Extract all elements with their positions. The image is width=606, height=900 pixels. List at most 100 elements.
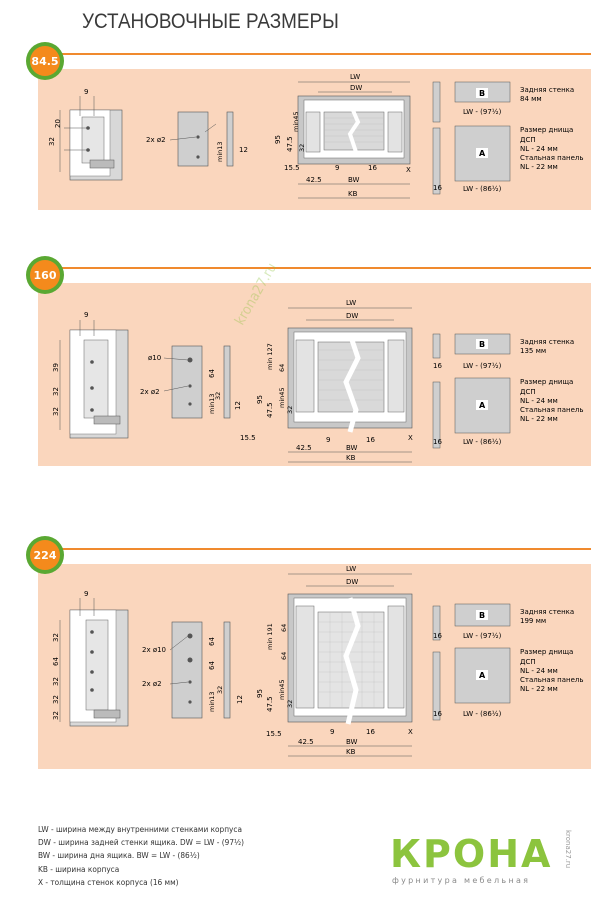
back-wall-label: Задняя стенка — [520, 86, 574, 94]
dim-dw: DW — [346, 312, 358, 320]
x-16: 16 — [433, 710, 442, 718]
dim-min45: min45 — [292, 111, 300, 132]
dim-9: 9 — [84, 88, 88, 96]
x-16: 16 — [433, 438, 442, 446]
bottom-label-4: Стальная панель — [520, 406, 584, 414]
bottom-label-1: Размер днища — [520, 378, 573, 386]
dim-47-5: 47.5 — [266, 696, 274, 712]
back-wall-label: Задняя стенка — [520, 338, 574, 346]
bottom-label-4: Стальная панель — [520, 676, 584, 684]
hole-label: ø10 — [148, 354, 161, 362]
dim-16: 16 — [368, 164, 377, 172]
dim-95: 95 — [274, 135, 282, 144]
dim-16: 16 — [366, 728, 375, 736]
section-line-2 — [57, 267, 591, 269]
part-b-letter: B — [479, 89, 485, 98]
dim-15-5: 15.5 — [284, 164, 300, 172]
side-profile-drawing: 9 39 32 32 — [52, 311, 129, 439]
bottom-label-5: NL - 22 мм — [520, 163, 558, 171]
dim-x: X — [408, 434, 413, 442]
back-wall-height: 135 мм — [520, 347, 546, 355]
height-badge-160: 160 — [26, 256, 64, 294]
dim-39: 39 — [52, 363, 60, 372]
dim-32: 32 — [216, 686, 224, 694]
dim-bw: BW — [348, 176, 360, 184]
dim-32: 32 — [286, 700, 294, 708]
height-badge-84-5: 84.5 — [26, 42, 64, 80]
dim-min13: min13 — [208, 691, 216, 712]
hole-label: 2x ø2 — [142, 680, 162, 688]
dim-64: 64 — [208, 661, 216, 670]
dim-42-5: 42.5 — [298, 738, 314, 746]
dim-bw: BW — [346, 738, 358, 746]
dim-kb: KB — [346, 748, 356, 756]
dim-12: 12 — [236, 695, 244, 704]
bottom-label-1: Размер днища — [520, 126, 573, 134]
bottom-label-2: ДСП — [520, 658, 536, 666]
parts-diagram: B A 16 16 Задняя стенка 135 мм LW - (97½… — [432, 333, 584, 449]
dim-42-5: 42.5 — [296, 444, 312, 452]
dim-min127: min 127 — [266, 343, 274, 370]
part-b-letter: B — [479, 340, 485, 349]
dim-9: 9 — [84, 311, 88, 319]
bottom-label-3: NL - 24 мм — [520, 397, 558, 405]
logo-site: krona27.ru — [564, 830, 572, 869]
bottom-width: LW - (86½) — [463, 438, 502, 446]
legend-bw: BW - ширина дна ящика. BW = LW - (86½) — [38, 850, 200, 861]
side-profile-drawing: 9 32 20 — [48, 88, 123, 181]
bottom-label-3: NL - 24 мм — [520, 667, 558, 675]
dim-15-5: 15.5 — [266, 730, 282, 738]
back-wall-height: 84 мм — [520, 95, 542, 103]
badge-label: 160 — [30, 260, 60, 290]
bottom-label-4: Стальная панель — [520, 154, 584, 162]
dim-9: 9 — [330, 728, 334, 736]
dim-min191: min 191 — [266, 623, 274, 650]
dim-64: 64 — [208, 637, 216, 646]
dim-32: 32 — [52, 633, 60, 642]
dim-42-5: 42.5 — [306, 176, 322, 184]
dim-47-5: 47.5 — [266, 402, 274, 418]
dim-12: 12 — [234, 401, 242, 410]
back-wall-width: LW - (97½) — [463, 362, 502, 370]
hole-pattern-drawing: ø10 2x ø2 64 min13 32 12 — [140, 345, 242, 419]
front-view-drawing: LW DW min 127 64 95 47.5 min45 32 15.5 4… — [240, 299, 413, 463]
front-view-drawing: LW DW min 191 64 64 95 47.5 min45 32 15.… — [256, 565, 413, 757]
legend-kb: KB - ширина корпуса — [38, 863, 120, 874]
back-wall-width: LW - (97½) — [463, 108, 502, 116]
page-title: УСТАНОВОЧНЫЕ РАЗМЕРЫ — [82, 10, 339, 33]
dim-dw: DW — [350, 84, 362, 92]
dim-47-5: 47.5 — [286, 136, 294, 152]
legend: LW - ширина между внутренними стенками к… — [38, 823, 244, 889]
back-wall-height: 199 мм — [520, 617, 546, 625]
dim-15-5: 15.5 — [240, 434, 256, 442]
dim-32: 32 — [214, 392, 222, 400]
legend-dw: DW - ширина задней стенки ящика. DW = LW… — [38, 837, 245, 848]
dim-64: 64 — [278, 364, 286, 372]
dim-min45: min45 — [278, 679, 286, 700]
bottom-width: LW - (86½) — [463, 185, 502, 193]
dim-x: X — [406, 166, 411, 174]
part-a-letter: A — [479, 401, 486, 410]
dim-32: 32 — [52, 695, 60, 704]
dim-95: 95 — [256, 395, 264, 404]
bottom-label-2: ДСП — [520, 136, 536, 144]
dim-dw: DW — [346, 578, 358, 586]
dim-32: 32 — [48, 137, 56, 146]
hole-label: 2x ø2 — [146, 136, 166, 144]
parts-diagram: B A 16 Задняя стенка 84 мм LW - (97½) Ра… — [432, 81, 584, 195]
dim-32: 32 — [52, 387, 60, 396]
dim-lw: LW — [350, 73, 360, 81]
dim-min45: min45 — [278, 387, 286, 408]
back-wall-label: Задняя стенка — [520, 608, 574, 616]
x-16: 16 — [433, 632, 442, 640]
bottom-label-5: NL - 22 мм — [520, 415, 558, 423]
legend-x: X - толщина стенок корпуса (16 мм) — [38, 876, 179, 887]
height-badge-224: 224 — [26, 536, 64, 574]
dim-32: 32 — [298, 144, 306, 152]
hole-label: 2x ø2 — [140, 388, 160, 396]
section-line-1 — [57, 53, 591, 55]
dim-32: 32 — [286, 406, 294, 414]
dim-64: 64 — [280, 624, 288, 632]
dim-64: 64 — [52, 657, 60, 666]
